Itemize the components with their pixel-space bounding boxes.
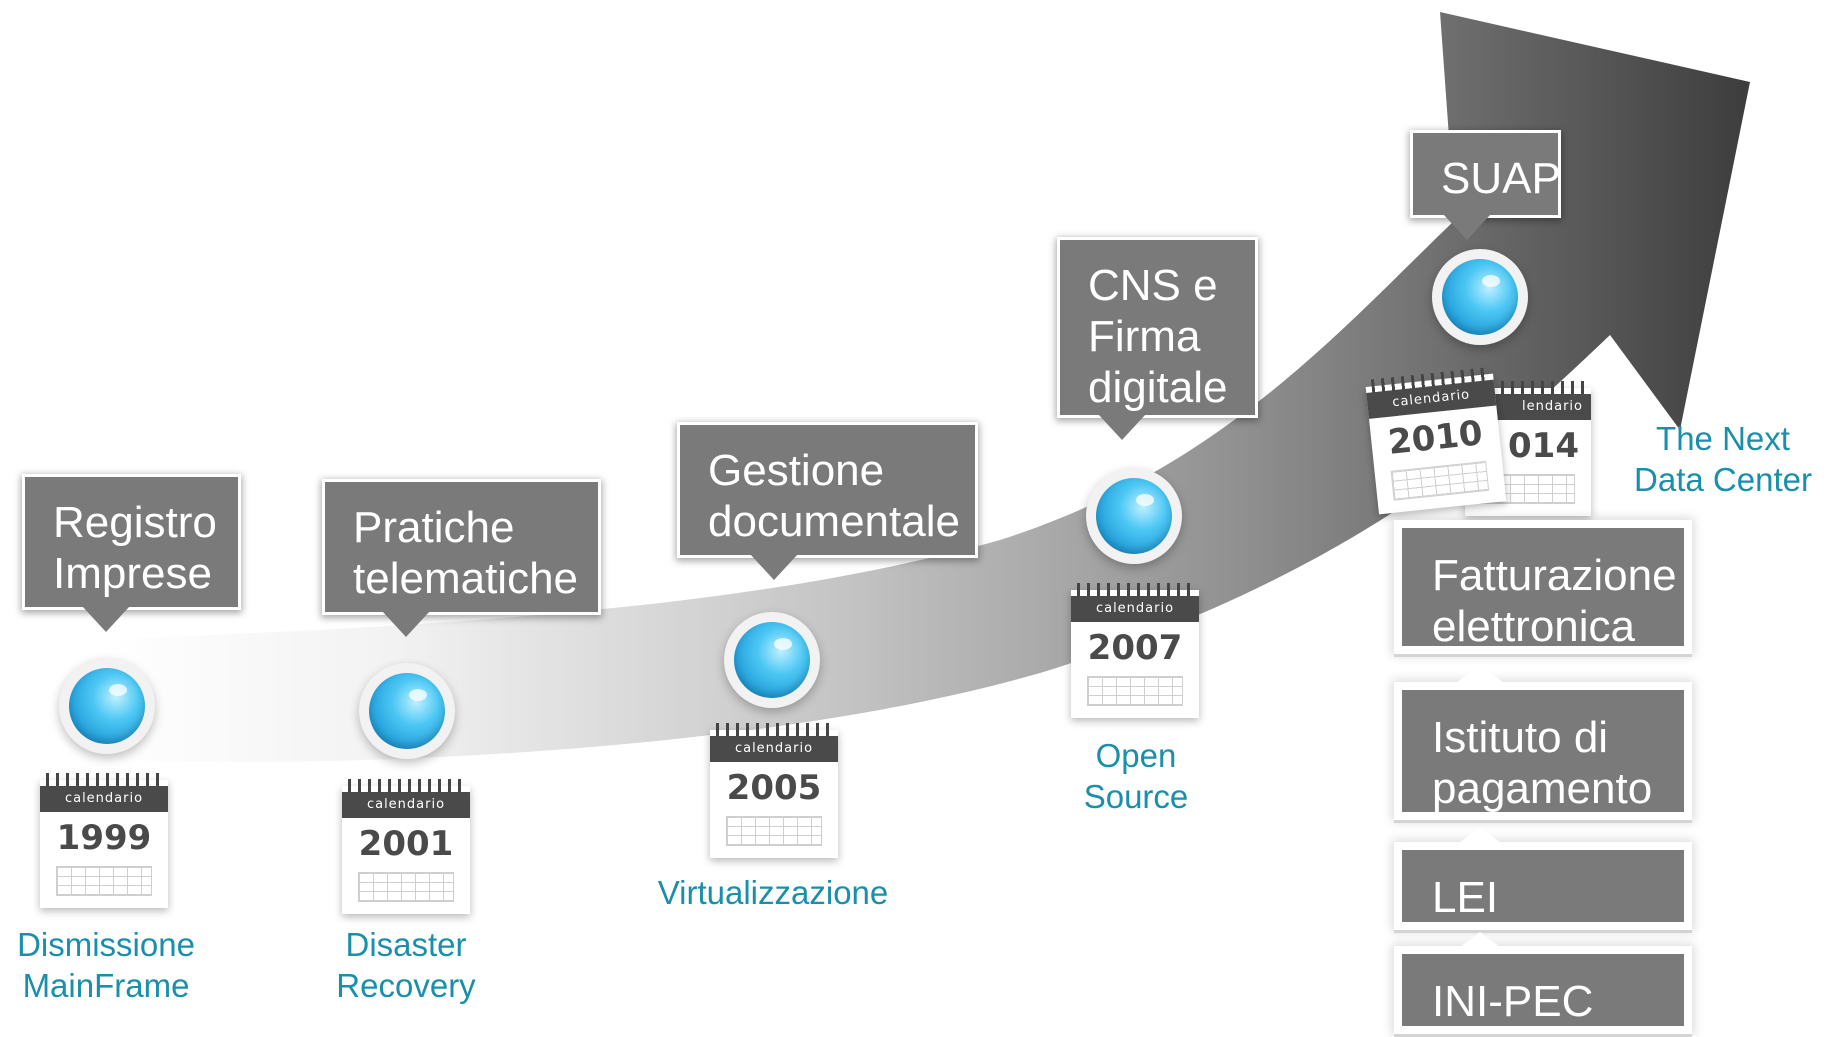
calendar-icon: calendario 2001 — [342, 779, 470, 914]
caption-line: Virtualizzazione — [657, 874, 889, 911]
caption-open-source: Open Source — [1066, 735, 1206, 817]
box-line: elettronica — [1432, 602, 1636, 646]
box-istituto-di-pagamento: Istituto di pagamento — [1402, 690, 1684, 812]
callout-line: CNS e — [1088, 261, 1218, 310]
box-line: LEI — [1432, 873, 1499, 922]
calendar-icon: calendario 2005 — [710, 723, 838, 858]
box-line: pagamento — [1432, 764, 1653, 812]
caption-dismissione-mainframe: Dismissione MainFrame — [8, 924, 204, 1006]
callout-registro-imprese: Registro Imprese — [25, 477, 238, 632]
box-lei: LEI — [1402, 850, 1684, 922]
callout-line: telematiche — [353, 554, 579, 603]
callout-line: Gestione — [708, 446, 885, 495]
box-ini-pec: INI-PEC — [1402, 954, 1684, 1026]
caption-line: Data Center — [1634, 461, 1812, 498]
caption-line: Source — [1083, 778, 1189, 815]
box-line: Istituto di — [1432, 713, 1609, 762]
caption-line: Dismissione — [17, 926, 195, 963]
box-line: Fatturazione — [1432, 551, 1677, 600]
calendar-icon: calendario 2010 — [1365, 367, 1507, 515]
callout-line: Firma — [1088, 312, 1201, 361]
callout-line: Registro — [53, 498, 217, 547]
stack-connector — [1456, 932, 1504, 950]
calendar-band: calendario — [342, 792, 470, 818]
callout-line: Pratiche — [353, 503, 515, 552]
milestone-year: 2001 — [358, 824, 454, 864]
calendar-icon: calendario 2007 — [1071, 583, 1199, 718]
calendar-icon: calendario 1999 — [40, 773, 168, 908]
stack-connector — [1456, 827, 1504, 845]
callout-pointer — [82, 606, 130, 632]
box-line: INI-PEC — [1432, 977, 1594, 1026]
caption-disaster-recovery: Disaster Recovery — [320, 924, 492, 1006]
milestone-year: 1999 — [56, 818, 152, 858]
callout-line: SUAP — [1441, 154, 1561, 203]
callout-suap: SUAP — [1413, 133, 1561, 240]
stack-connector — [1456, 665, 1504, 683]
caption-virtualizzazione: Virtualizzazione — [640, 872, 906, 913]
callout-line: digitale — [1088, 363, 1228, 412]
callout-pratiche-telematiche: Pratiche telematiche — [325, 482, 598, 637]
callout-pointer — [1443, 214, 1491, 240]
milestone-year: 2005 — [726, 768, 822, 808]
caption-line: Open — [1095, 737, 1177, 774]
callout-gestione-documentale: Gestione documentale — [680, 425, 975, 580]
callout-pointer — [1098, 414, 1146, 440]
caption-line: Disaster — [345, 926, 467, 963]
caption-next-data-center: The Next Data Center — [1625, 418, 1821, 500]
callout-cns-firma-digitale: CNS e Firma digitale — [1060, 240, 1255, 440]
milestone-orb-icon — [1086, 468, 1182, 564]
caption-line: Recovery — [336, 967, 476, 1004]
milestone-orb-icon — [59, 658, 155, 754]
milestone-orb-icon — [724, 612, 820, 708]
calendar-band: calendario — [40, 786, 168, 812]
callout-pointer — [750, 554, 798, 580]
milestone-orb-icon — [359, 663, 455, 759]
milestone-year: 2010 — [1386, 413, 1485, 463]
caption-line: MainFrame — [22, 967, 190, 1004]
caption-line: The Next — [1656, 420, 1790, 457]
box-fatturazione-elettronica: Fatturazione elettronica — [1402, 528, 1684, 646]
calendar-band: calendario — [710, 736, 838, 762]
callout-line: documentale — [708, 497, 960, 546]
callout-line: Imprese — [53, 549, 212, 598]
milestone-year: 2007 — [1087, 628, 1183, 668]
milestone-orb-icon — [1432, 249, 1528, 345]
milestone-year: 014 — [1508, 426, 1579, 466]
calendar-band: calendario — [1071, 596, 1199, 622]
callout-pointer — [382, 611, 430, 637]
